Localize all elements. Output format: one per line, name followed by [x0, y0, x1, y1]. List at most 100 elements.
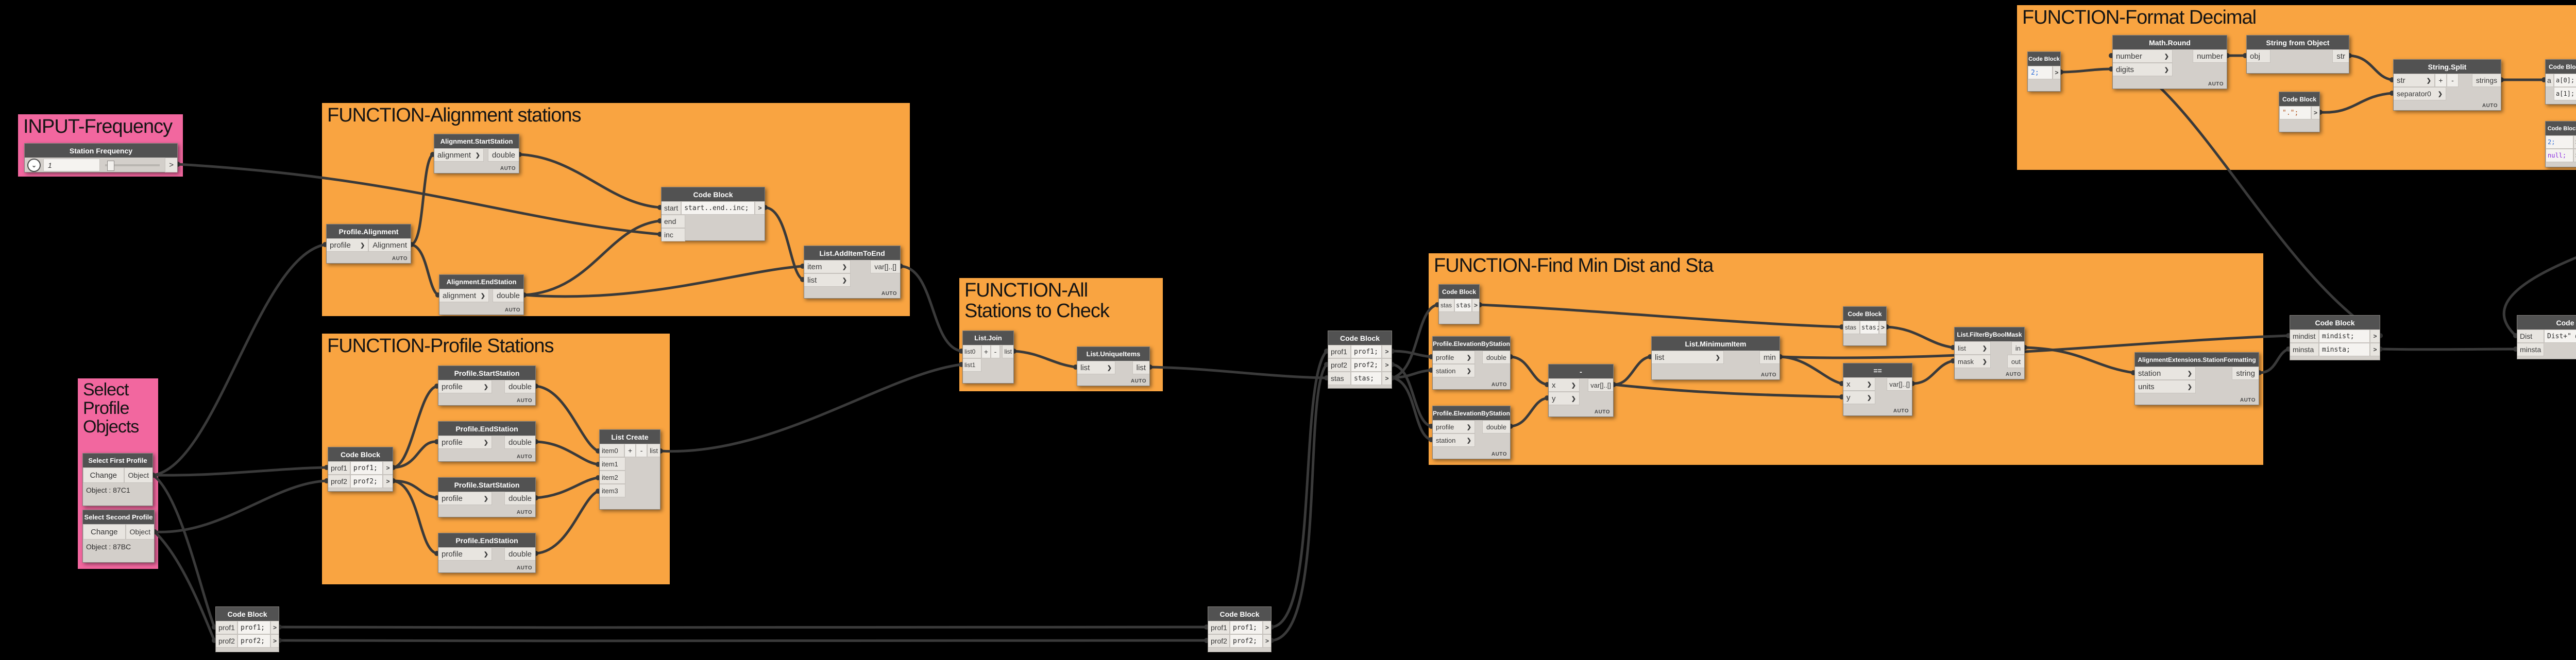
node-profile-startstation-1[interactable]: Profile.StartStation profile❯ double AUT… [438, 366, 536, 406]
add-port-button[interactable]: + [2435, 74, 2447, 87]
port-out-double[interactable]: double [1482, 351, 1510, 364]
port-in-dist[interactable]: Dist [2517, 329, 2544, 343]
port-in-y[interactable]: y❯ [1843, 391, 1875, 404]
code-text[interactable]: stas; [1351, 372, 1382, 385]
code-text[interactable]: a[0]; [2554, 74, 2576, 87]
node-profile-elevationbystation-2[interactable]: Profile.ElevationByStation profile❯ doub… [1432, 406, 1511, 459]
port-in-list1[interactable]: list1 [963, 358, 981, 372]
remove-port-button[interactable]: - [991, 345, 1000, 358]
port-out-double[interactable]: double [1482, 420, 1510, 433]
node-list-minimumitem[interactable]: List.MinimumItem list❯ min AUTO [1651, 336, 1780, 380]
port-in-minsta[interactable]: minsta [2517, 343, 2544, 356]
node-list-additemtoend[interactable]: List.AddItemToEnd item❯ var[]..[] list❯ … [804, 246, 901, 299]
port-in-number[interactable]: number❯ [2113, 49, 2173, 63]
frequency-slider[interactable] [105, 160, 160, 171]
code-text[interactable]: prof2; [1351, 358, 1382, 372]
node-profile-alignment[interactable]: Profile.Alignment profile❯ Alignment AUT… [326, 224, 411, 264]
port-out[interactable]: > [1472, 299, 1479, 312]
port-in-alignment[interactable]: alignment❯ [439, 289, 489, 302]
port-out-object[interactable]: Object [125, 524, 154, 540]
port-out-var[interactable]: var[]..[] [1588, 378, 1613, 392]
port-out[interactable]: > [383, 475, 393, 488]
port-out-double[interactable]: double [487, 148, 519, 162]
port-in-station[interactable]: station❯ [1433, 433, 1475, 447]
port-in-prof1[interactable]: prof1 [216, 621, 238, 634]
node-string-from-object[interactable]: String from Object obj str [2246, 35, 2349, 74]
node-code-block-profiles-a[interactable]: Code Block prof1 prof1; > prof2 prof2; > [328, 447, 393, 492]
remove-port-button[interactable]: - [2447, 74, 2459, 87]
port-out[interactable]: > [2053, 66, 2060, 79]
code-text[interactable]: Dist+" @ "+minsta; [2544, 329, 2576, 343]
node-list-join[interactable]: List.Join list0 + - list list1 [962, 331, 1014, 384]
port-in-item0[interactable]: item0 [600, 444, 625, 457]
node-code-block-index[interactable]: Code Block a a[0]; > a[1]; > [2545, 59, 2576, 105]
node-select-second-profile[interactable]: Select Second Profile Change Object Obje… [82, 510, 155, 563]
node-station-frequency[interactable]: Station Frequency ⌄ 1 > [24, 143, 178, 172]
node-subtract[interactable]: - x❯ var[]..[] y❯ AUTO [1548, 364, 1614, 417]
port-in-prof1[interactable]: prof1 [1328, 345, 1351, 358]
node-select-first-profile[interactable]: Select First Profile Change Object Objec… [82, 453, 153, 506]
node-code-block-stas-1[interactable]: Code Block stas stas; > [1438, 284, 1480, 324]
code-text[interactable]: minsta; [2319, 343, 2370, 356]
port-in-list[interactable]: list❯ [1955, 341, 1991, 355]
node-code-block-two[interactable]: Code Block 2; > [2027, 51, 2061, 92]
node-alignmentextensions-stationformatting[interactable]: AlignmentExtensions.StationFormatting st… [2134, 352, 2259, 405]
port-in-prof1[interactable]: prof1 [1208, 621, 1230, 634]
node-code-block-profiles-b[interactable]: Code Block prof1 prof1; > prof2 prof2; > [215, 606, 279, 652]
port-in-profile[interactable]: profile❯ [438, 436, 492, 449]
code-text[interactable]: 2; [2028, 66, 2053, 79]
frequency-value-input[interactable]: 1 [43, 159, 100, 171]
port-out[interactable]: > [1263, 621, 1271, 634]
port-in-item[interactable]: item❯ [804, 260, 851, 273]
node-profile-endstation-1[interactable]: Profile.EndStation profile❯ double AUTO [438, 421, 536, 462]
node-string-split[interactable]: String.Split str❯ + - strings separator0… [2393, 59, 2501, 111]
node-profile-startstation-2[interactable]: Profile.StartStation profile❯ double AUT… [438, 477, 536, 517]
change-button[interactable]: Change [83, 467, 124, 483]
port-out-double[interactable]: double [504, 436, 535, 449]
add-port-button[interactable]: + [624, 444, 636, 457]
node-alignment-startstation[interactable]: Alignment.StartStation alignment❯ double… [434, 134, 519, 173]
port-out[interactable]: > [2370, 343, 2380, 356]
port-out-str[interactable]: str [2332, 49, 2349, 63]
port-in-x[interactable]: x❯ [1843, 377, 1875, 391]
node-list-create[interactable]: List Create item0 + - list item1 item2 i… [599, 429, 660, 510]
port-in-prof2[interactable]: prof2 [328, 475, 350, 488]
node-code-block-stas-2[interactable]: Code Block stas stas; > [1843, 306, 1887, 346]
remove-port-button[interactable]: - [636, 444, 648, 457]
node-code-block-dot[interactable]: Code Block "."; > [2279, 92, 2320, 132]
node-alignment-endstation[interactable]: Alignment.EndStation alignment❯ double A… [439, 274, 524, 315]
port-in-minsta[interactable]: minsta [2290, 343, 2319, 356]
port-in-start[interactable]: start [662, 201, 682, 215]
port-out[interactable]: > [1263, 634, 1271, 648]
port-in-list[interactable]: list❯ [1652, 351, 1724, 364]
port-out[interactable]: > [1382, 358, 1392, 372]
port-in-separator0[interactable]: separator0❯ [2394, 87, 2446, 100]
port-out-alignment[interactable]: Alignment [368, 238, 411, 252]
port-in-alignment[interactable]: alignment❯ [434, 148, 484, 162]
port-in-stas[interactable]: stas [1328, 372, 1351, 385]
node-profile-endstation-2[interactable]: Profile.EndStation profile❯ double AUTO [438, 533, 536, 573]
port-out[interactable]: > [270, 634, 279, 648]
code-text[interactable]: mindist; [2319, 329, 2370, 343]
port-in-profile[interactable]: profile❯ [438, 380, 492, 393]
port-in-end[interactable]: end [662, 215, 685, 228]
node-code-block-profiles-c[interactable]: Code Block prof1 prof1; > prof2 prof2; > [1208, 606, 1272, 652]
port-out[interactable]: > [1382, 345, 1392, 358]
port-in-item1[interactable]: item1 [600, 457, 625, 471]
port-out[interactable]: > [2370, 329, 2380, 343]
port-out-object[interactable]: Object [124, 467, 152, 483]
node-code-block-prof-stas[interactable]: Code Block prof1 prof1; > prof2 prof2; >… [1328, 331, 1392, 389]
port-out[interactable]: > [165, 158, 177, 172]
code-text[interactable]: stas; [1860, 321, 1879, 334]
node-code-block-range[interactable]: Code Block start start..end..inc; > end … [661, 187, 765, 241]
port-out-double[interactable]: double [504, 492, 535, 505]
port-in-digits[interactable]: digits❯ [2113, 63, 2173, 76]
port-out-in[interactable]: in [2011, 341, 2024, 355]
port-in-item2[interactable]: item2 [600, 471, 625, 484]
code-text[interactable]: start..end..inc; [681, 201, 755, 215]
port-out-list[interactable]: list [1002, 345, 1013, 358]
chevron-down-icon[interactable]: ⌄ [27, 158, 41, 172]
port-out-double[interactable]: double [504, 380, 535, 393]
port-out-out[interactable]: out [2007, 355, 2024, 368]
port-out-list[interactable]: list [1132, 361, 1149, 374]
